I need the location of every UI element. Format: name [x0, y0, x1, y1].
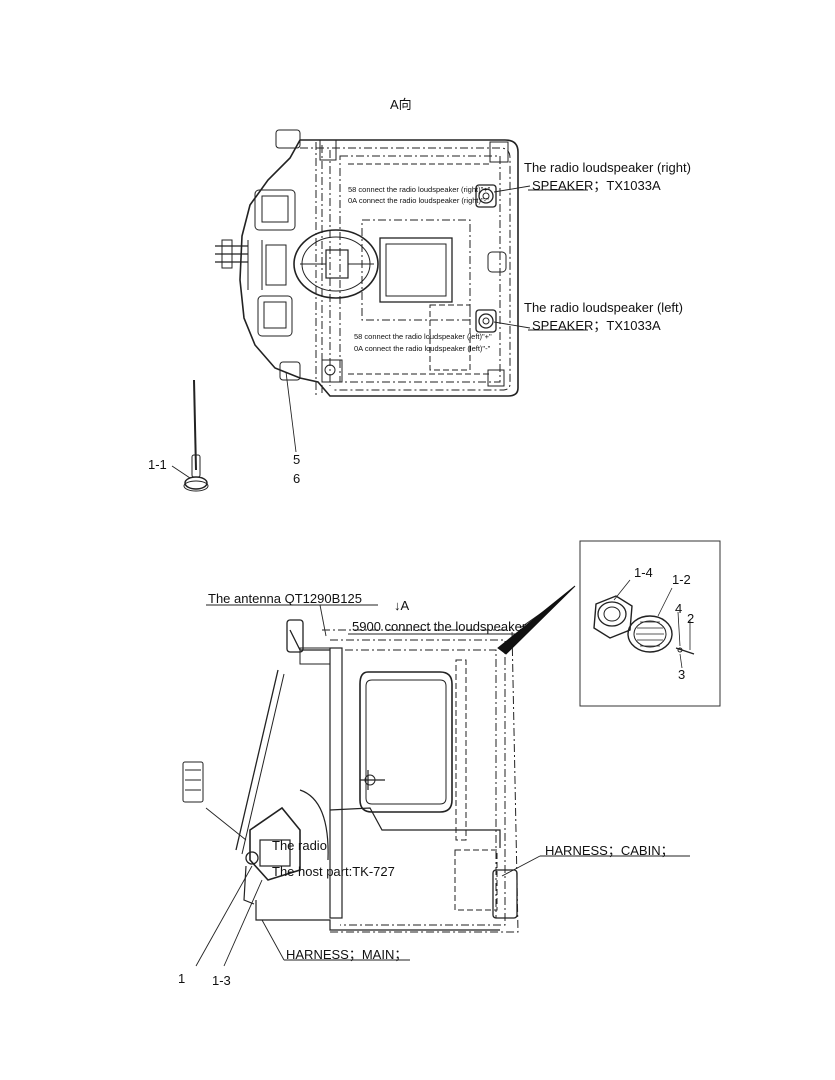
speaker-right-part: SPEAKER；TX1033A [532, 178, 661, 193]
callout-1: 1 [178, 971, 186, 986]
callout-4: 4 [675, 601, 683, 616]
detail-inset [579, 540, 721, 707]
host-part-label: The host part:TK-727 [272, 864, 395, 879]
callout-1-4: 1-4 [634, 565, 653, 580]
callout-6: 6 [293, 471, 301, 486]
detail-wedge [497, 585, 576, 655]
callout-1-3: 1-3 [212, 973, 231, 988]
side-view-cab-drawing [182, 599, 690, 967]
radio-label: The radio [272, 838, 327, 853]
view-arrow-a: ↓A [394, 598, 410, 613]
speaker-left-title: The radio loudspeaker (left) [524, 300, 683, 315]
speaker-left-note-plus: 58 connect the radio loudspeaker (left)"… [354, 332, 492, 341]
loudspeaker-connect-note: 5900 connect the loudspeaker [352, 619, 527, 634]
callout-1-1: 1-1 [148, 457, 167, 472]
callout-1-2: 1-2 [672, 572, 691, 587]
harness-main-label: HARNESS；MAIN； [286, 947, 408, 962]
antenna-label: The antenna QT1290B125 [208, 591, 362, 606]
top-view-cab-drawing [215, 129, 588, 453]
harness-cabin-label: HARNESS；CABIN； [545, 843, 674, 858]
speaker-right-note-minus: 0A connect the radio loudspeaker (right)… [348, 196, 489, 205]
antenna-drawing [171, 379, 209, 492]
view-a-label: A向 [390, 97, 412, 112]
speaker-right-title: The radio loudspeaker (right) [524, 160, 691, 175]
callout-3: 3 [678, 667, 686, 682]
speaker-left-part: SPEAKER；TX1033A [532, 318, 661, 333]
speaker-right-note-plus: 58 connect the radio loudspeaker (right)… [348, 185, 491, 194]
callout-2: 2 [687, 611, 695, 626]
speaker-left-note-minus: 0A connect the radio loudspeaker (left)"… [354, 344, 491, 353]
callout-5: 5 [293, 452, 301, 467]
